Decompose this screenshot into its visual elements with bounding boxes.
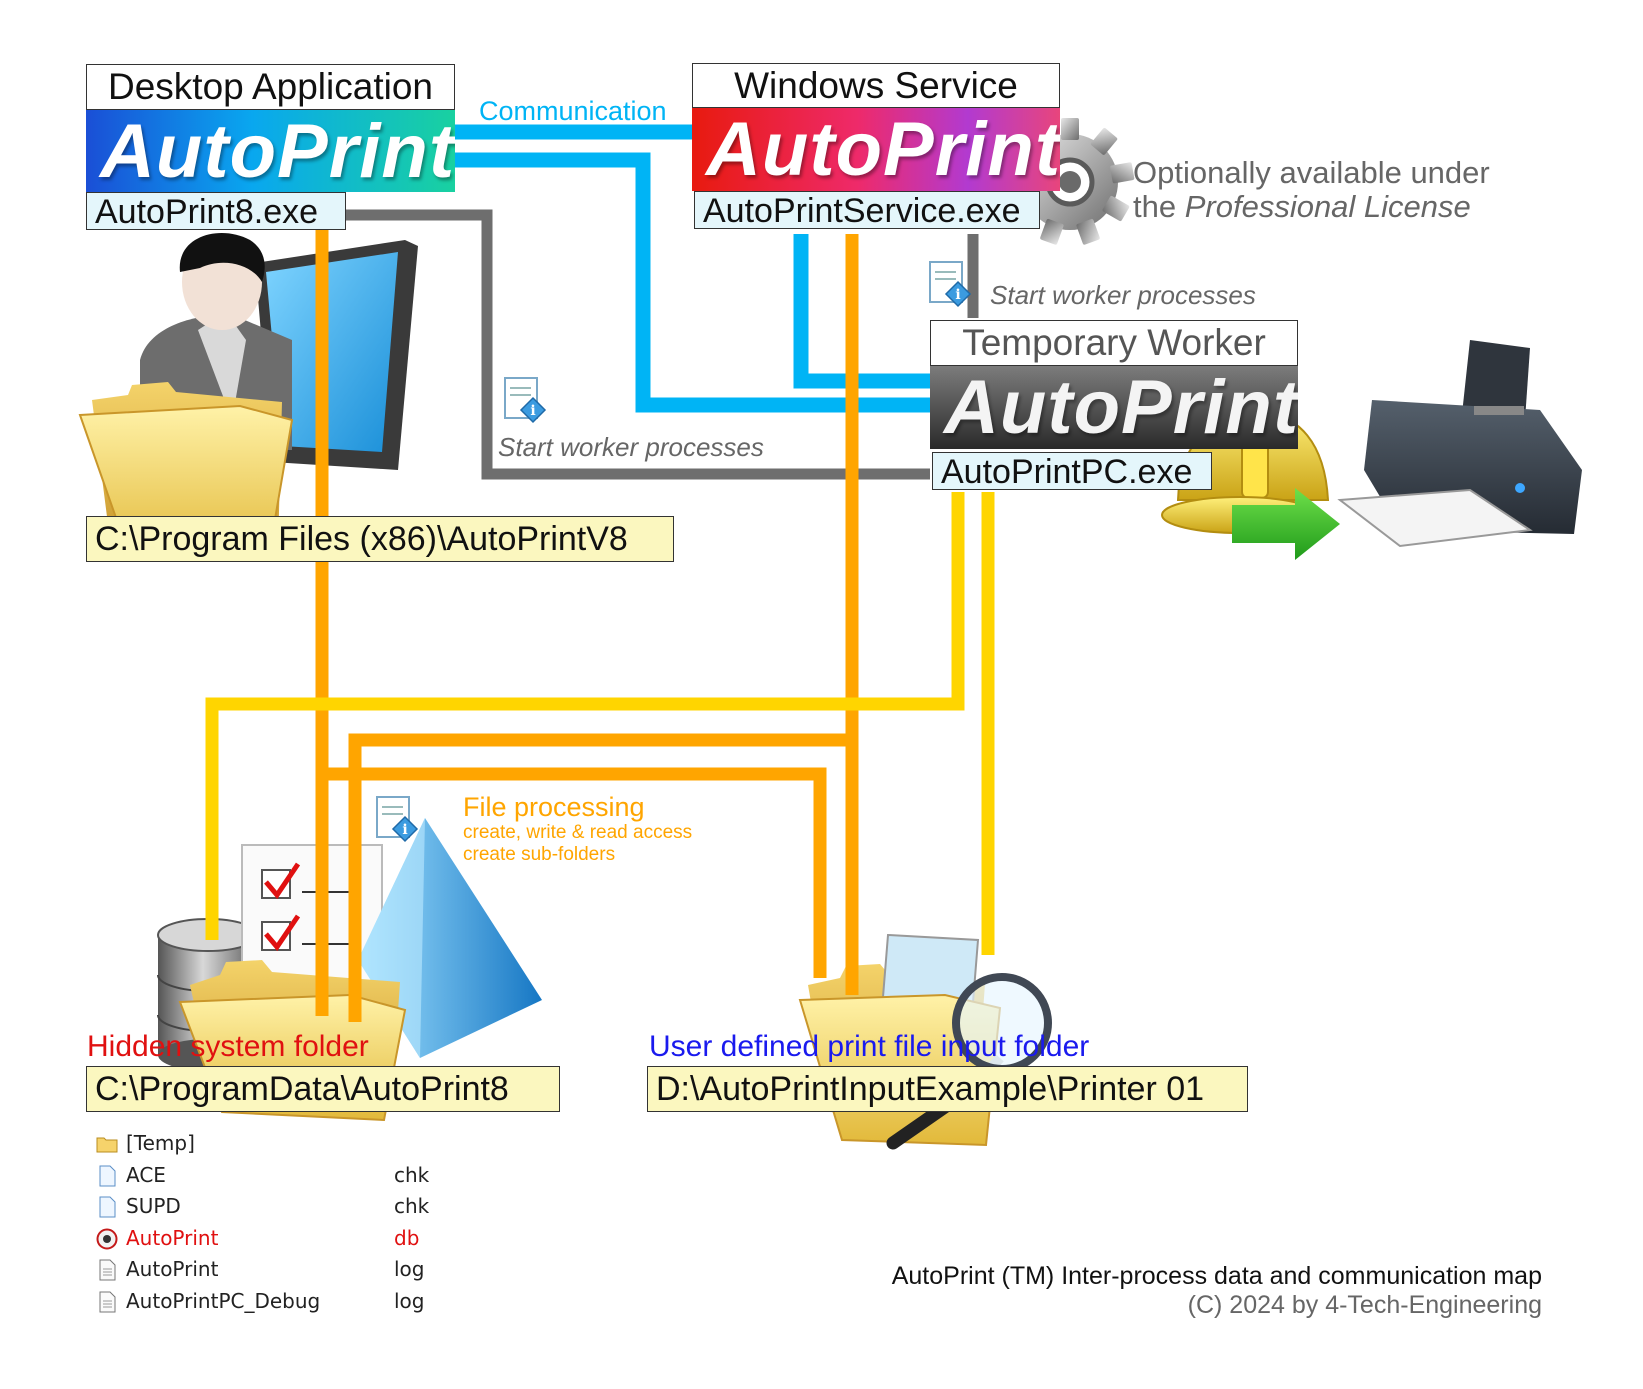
license-note-line2: the Professional License (1133, 190, 1490, 224)
windows-service-logo: AutoPrint (692, 108, 1060, 191)
file-name: SUPD (126, 1194, 181, 1218)
file-processing-line1: create, write & read access (463, 822, 693, 843)
worker-file-access-lines (205, 492, 995, 955)
file-row[interactable]: SUPD chk (96, 1191, 436, 1223)
document-icon (99, 1196, 116, 1218)
file-row[interactable]: ACE chk (96, 1160, 436, 1192)
file-processing-title: File processing (463, 792, 645, 822)
file-processing-label: File processing create, write & read acc… (463, 792, 692, 866)
system-folder-path: C:\ProgramData\AutoPrint8 (86, 1066, 560, 1112)
file-processing-line2: create sub-folders (463, 844, 616, 865)
printer-icon (1337, 340, 1582, 548)
footer-copyright: (C) 2024 by 4-Tech-Engineering (1187, 1291, 1542, 1319)
temporary-worker-exe: AutoPrintPC.exe (932, 452, 1212, 491)
start-workers-label-desktop: Start worker processes (498, 432, 764, 462)
windows-service-exe: AutoPrintService.exe (694, 191, 1040, 230)
text-file-icon (99, 1291, 116, 1312)
input-folder-caption: User defined print file input folder (649, 1030, 1090, 1063)
file-name: AutoPrint (126, 1257, 219, 1281)
process-start-lines (346, 209, 979, 480)
desktop-app-logo: AutoPrint (86, 110, 455, 192)
file-name: AutoPrint (126, 1225, 219, 1250)
license-note-prefix: the (1133, 189, 1185, 224)
windows-service-logo-text: AutoPrint (706, 108, 1060, 191)
system-folder-caption: Hidden system folder (87, 1030, 369, 1063)
windows-service-header: Windows Service (692, 63, 1060, 108)
folder-icon (96, 1137, 118, 1153)
license-note: Optionally available under the Professio… (1133, 156, 1490, 224)
file-ext: db (394, 1225, 420, 1250)
text-file-icon (99, 1259, 116, 1281)
svg-text:i: i (402, 822, 407, 838)
file-row[interactable]: AutoPrint log (96, 1254, 436, 1286)
install-path: C:\Program Files (x86)\AutoPrintV8 (86, 516, 674, 562)
communication-label: Communication (479, 96, 667, 126)
file-row[interactable]: AutoPrintPC_Debug log (96, 1286, 436, 1318)
file-name: AutoPrintPC_Debug (126, 1288, 321, 1313)
footer-title: AutoPrint (TM) Inter-process data and co… (891, 1262, 1542, 1290)
file-ext: log (394, 1288, 425, 1313)
input-folder-path: D:\AutoPrintInputExample\Printer 01 (647, 1066, 1248, 1112)
desktop-app-header: Desktop Application (86, 64, 455, 110)
arrow-right-icon (1232, 488, 1340, 560)
file-access-lines (315, 230, 859, 1022)
database-file-icon (96, 1228, 118, 1249)
document-icon (99, 1165, 116, 1186)
info-document-icon-service: i (929, 261, 972, 308)
temporary-worker-header: Temporary Worker (930, 320, 1298, 366)
file-name: ACE (126, 1162, 166, 1187)
communication-lines (455, 124, 930, 413)
info-document-icon-files: i (376, 796, 419, 843)
pyramid-icon (358, 818, 542, 1058)
file-row[interactable]: [Temp] (96, 1128, 436, 1160)
file-ext: chk (394, 1162, 430, 1187)
start-workers-label-service: Start worker processes (990, 280, 1256, 310)
info-document-icon-desktop: i (504, 377, 547, 424)
file-name: [Temp] (126, 1131, 195, 1155)
temporary-worker-logo: AutoPrint (930, 366, 1298, 449)
desktop-app-logo-text: AutoPrint (100, 110, 455, 192)
temporary-worker-logo-text: AutoPrint (944, 366, 1298, 449)
file-ext: log (394, 1257, 425, 1281)
system-folder-file-list: [Temp] ACE chk SUPD chk AutoPrint db (96, 1128, 436, 1317)
desktop-app-exe: AutoPrint8.exe (86, 192, 346, 231)
svg-text:i: i (530, 403, 535, 419)
license-note-italic: Professional License (1184, 189, 1471, 224)
license-note-line1: Optionally available under (1133, 155, 1490, 190)
svg-text:i: i (955, 287, 960, 303)
file-row[interactable]: AutoPrint db (96, 1223, 436, 1255)
file-ext: chk (394, 1194, 430, 1218)
